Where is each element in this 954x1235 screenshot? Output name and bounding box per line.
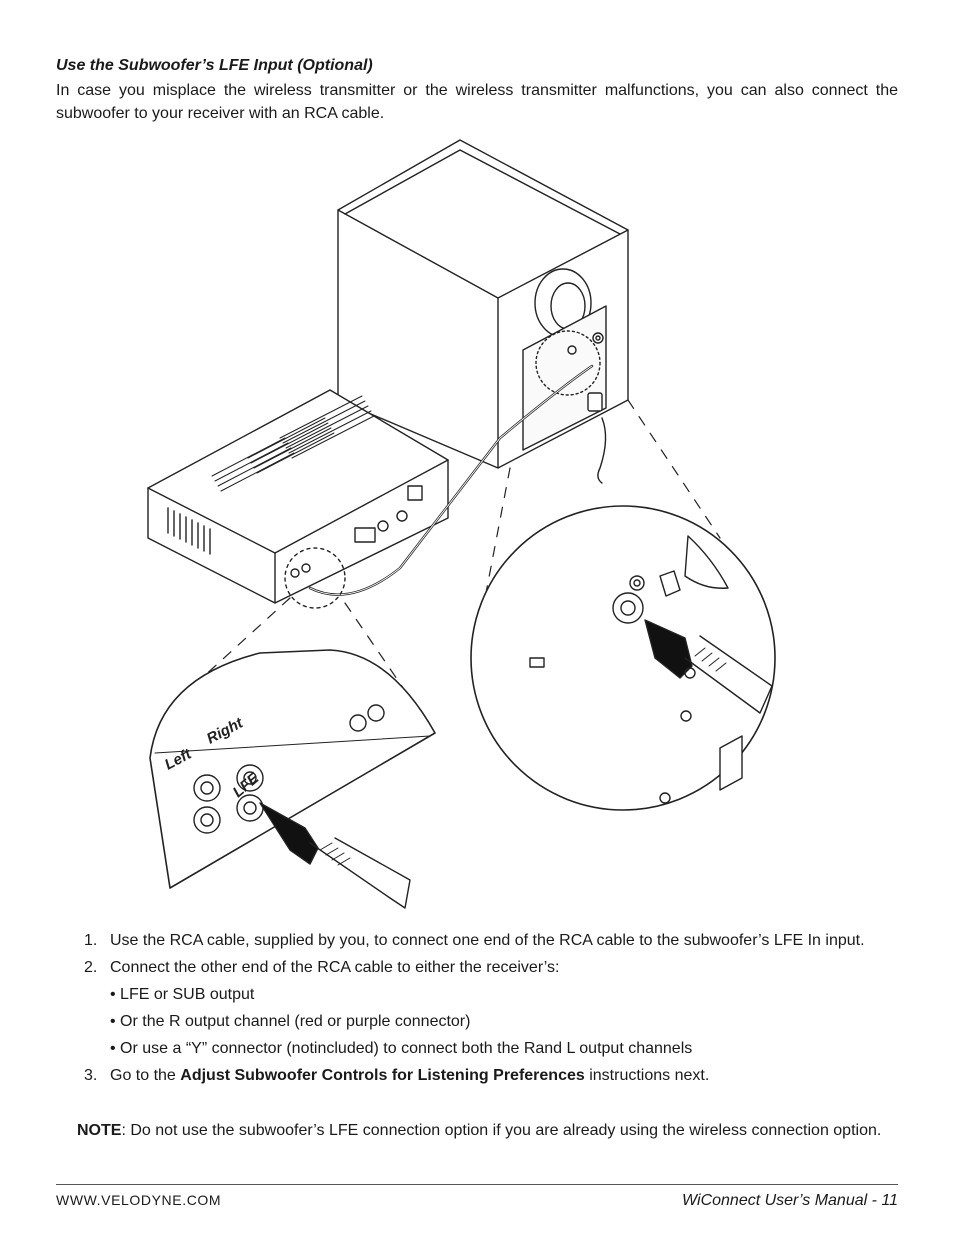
step-3-section-link: Adjust Subwoofer Controls for Listening … (180, 1067, 585, 1084)
subwoofer-lfe-closeup (470, 505, 776, 811)
step-3-number: 3. (84, 1067, 98, 1084)
note-paragraph: NOTE: Do not use the subwoofer’s LFE con… (77, 1119, 898, 1142)
step-3: 3. Go to the Adjust Subwoofer Controls f… (56, 1065, 898, 1087)
connection-illustration: Left Right LFE (140, 138, 790, 918)
note-label: NOTE (77, 1122, 122, 1139)
receiver-drawing (147, 389, 449, 604)
step-2: 2. Connect the other end of the RCA cabl… (56, 957, 898, 979)
receiver-jack-closeup: Left Right LFE (149, 649, 436, 909)
section-heading: Use the Subwoofer’s LFE Input (Optional) (56, 57, 373, 74)
step-1: 1. Use the RCA cable, supplied by you, t… (56, 930, 898, 952)
step-2-text: Connect the other end of the RCA cable t… (110, 959, 560, 976)
step-1-text: Use the RCA cable, supplied by you, to c… (110, 932, 865, 949)
step-1-number: 1. (84, 932, 98, 949)
bullet-y-connector: • Or use a “Y” connector (notincluded) t… (110, 1040, 693, 1057)
step-3-prefix: Go to the (110, 1067, 181, 1084)
intro-paragraph: In case you misplace the wireless transm… (56, 82, 898, 122)
note-text: : Do not use the subwoofer’s LFE connect… (121, 1122, 882, 1139)
step-2-number: 2. (84, 959, 98, 976)
footer-manual-page: WiConnect User’s Manual - 11 (682, 1192, 898, 1209)
subwoofer-drawing (337, 139, 629, 484)
footer-divider (56, 1184, 898, 1185)
footer-website: WWW.VELODYNE.COM (56, 1192, 222, 1208)
bullet-r-channel: • Or the R output channel (red or purple… (110, 1013, 471, 1030)
instruction-steps: 1. Use the RCA cable, supplied by you, t… (56, 930, 898, 1092)
step-3-suffix: instructions next. (584, 1067, 710, 1084)
bullet-lfe-sub: • LFE or SUB output (110, 986, 255, 1003)
